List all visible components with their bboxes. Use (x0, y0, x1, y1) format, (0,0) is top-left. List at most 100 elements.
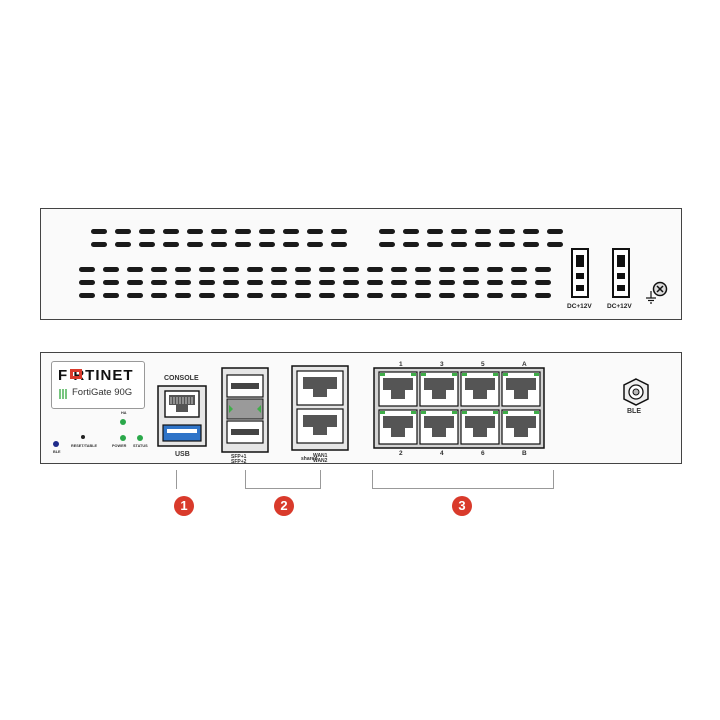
vent-slot (487, 280, 503, 285)
vent-slot (259, 229, 275, 234)
ble-antenna-connector (623, 378, 649, 406)
vent-slot (199, 267, 215, 272)
rj45-port[interactable] (378, 371, 418, 407)
vent-slot (403, 229, 419, 234)
vent-slot (319, 267, 335, 272)
rj45-port[interactable] (419, 371, 459, 407)
sfp-cage[interactable] (221, 367, 269, 453)
vent-slot (223, 280, 239, 285)
dc-input-1-connector (571, 248, 589, 298)
rj45-port[interactable] (501, 409, 541, 445)
bracket-1 (176, 470, 177, 489)
rj45-port[interactable] (460, 371, 500, 407)
vent-slot (427, 229, 443, 234)
ble-led (53, 441, 59, 447)
vent-slot (223, 293, 239, 298)
logo-o-icon (70, 369, 82, 379)
vent-slot (271, 267, 287, 272)
vent-slot (199, 280, 215, 285)
vent-slot (511, 267, 527, 272)
dc-input-2-connector (612, 248, 630, 298)
vent-slot (415, 293, 431, 298)
dc-input-1-label: DC+12V (567, 303, 592, 310)
model-name: FortiGate 90G (72, 387, 133, 398)
callout-1: 1 (174, 496, 194, 516)
usb-label: USB (175, 451, 190, 458)
vent-slot (499, 242, 515, 247)
vent-slot (367, 293, 383, 298)
vent-slot (199, 293, 215, 298)
vent-slot (475, 242, 491, 247)
vent-slot (139, 242, 155, 247)
vent-slot (391, 267, 407, 272)
wan2-label: WAN2 (313, 458, 328, 464)
vent-slot (331, 242, 347, 247)
port-label-2: 2 (399, 450, 403, 457)
vent-slot (463, 280, 479, 285)
port-label-a: A (522, 361, 527, 368)
bracket-3 (372, 470, 554, 489)
status-led (137, 435, 143, 441)
vent-slot (283, 242, 299, 247)
vent-slot (487, 293, 503, 298)
vent-slot (235, 229, 251, 234)
port-label-b: B (522, 450, 527, 457)
vent-slot (247, 293, 263, 298)
vent-slot (487, 267, 503, 272)
vent-slot (451, 229, 467, 234)
vent-slot (295, 267, 311, 272)
rj45-port[interactable] (419, 409, 459, 445)
vent-slot (499, 229, 515, 234)
model-mark-icon (59, 389, 67, 399)
ble-label: BLE (627, 408, 641, 415)
vent-slot (415, 280, 431, 285)
vent-slot (547, 242, 563, 247)
vent-slot (235, 242, 251, 247)
vent-slot (271, 280, 287, 285)
callout-3: 3 (452, 496, 472, 516)
vent-slot (535, 267, 551, 272)
vent-slot (175, 267, 191, 272)
vent-slot (367, 267, 383, 272)
console-usb-block (157, 385, 207, 447)
port-label-4: 4 (440, 450, 444, 457)
vent-slot (343, 267, 359, 272)
vent-slot (223, 267, 239, 272)
lan-switch-ports[interactable] (373, 367, 545, 449)
wan-ports[interactable] (291, 365, 349, 451)
vent-slot (307, 242, 323, 247)
vent-slot (163, 242, 179, 247)
vent-slot (271, 293, 287, 298)
port-label-3: 3 (440, 361, 444, 368)
ground-icon (646, 291, 656, 304)
vent-slot (439, 293, 455, 298)
vent-slot (175, 293, 191, 298)
vent-slot (103, 293, 119, 298)
vent-slot (535, 280, 551, 285)
vent-slot (103, 267, 119, 272)
vent-slot (91, 229, 107, 234)
rj45-port[interactable] (501, 371, 541, 407)
vent-slot (343, 280, 359, 285)
ha-led (120, 419, 126, 425)
vent-slot (79, 280, 95, 285)
vent-slot (127, 267, 143, 272)
vent-slot (115, 242, 131, 247)
vent-slot (259, 242, 275, 247)
reset-button[interactable] (81, 435, 85, 439)
bracket-2 (245, 470, 321, 489)
rj45-port[interactable] (378, 409, 418, 445)
vent-slot (511, 280, 527, 285)
vent-slot (535, 293, 551, 298)
port-label-1: 1 (399, 361, 403, 368)
vent-slot (295, 293, 311, 298)
vent-slot (283, 229, 299, 234)
port-label-5: 5 (481, 361, 485, 368)
status-led-label: STATUS (133, 444, 148, 448)
vent-slot (295, 280, 311, 285)
vent-slot (187, 242, 203, 247)
rj45-port[interactable] (460, 409, 500, 445)
vent-slot (451, 242, 467, 247)
vent-slot (247, 280, 263, 285)
dc-input-2-label: DC+12V (607, 303, 632, 310)
